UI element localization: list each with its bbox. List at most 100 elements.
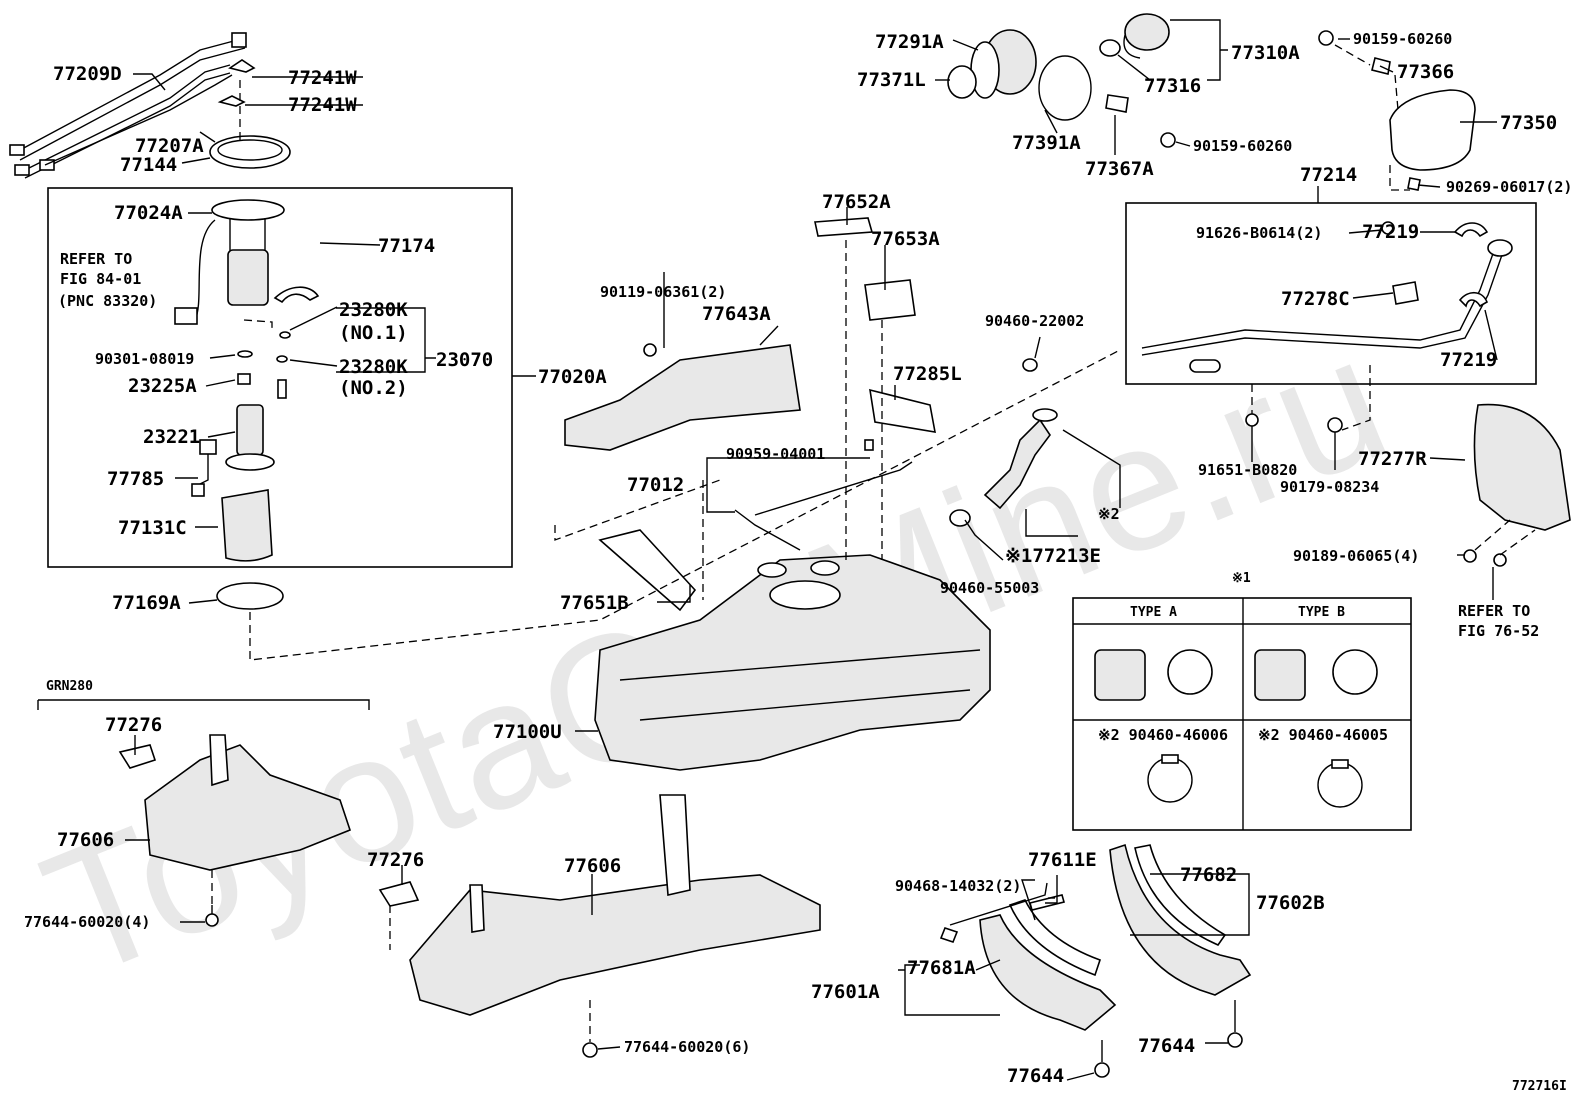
label-77644-a: 77644 xyxy=(1138,1035,1195,1057)
lock-ring-77144 xyxy=(209,135,291,169)
label-23225A: 23225A xyxy=(128,375,197,397)
label-77169A: 77169A xyxy=(112,592,181,614)
clamp-90460-46005-image xyxy=(1317,759,1363,808)
label-91651-b0820: 91651-B0820 xyxy=(1198,461,1297,479)
gasket-77316 xyxy=(1099,39,1121,57)
label-77277R: 77277R xyxy=(1358,448,1427,470)
label-77601A: 77601A xyxy=(811,981,880,1003)
refer-to-line2: FIG 84-01 xyxy=(60,270,141,288)
gasket-23280K-no1 xyxy=(279,331,291,339)
label-90959-04001: 90959-04001 xyxy=(726,445,825,463)
bolt-77644-b xyxy=(1094,1040,1110,1078)
label-77643A: 77643A xyxy=(702,303,771,325)
label-77682: 77682 xyxy=(1180,864,1237,886)
label-77219-a: 77219 xyxy=(1362,221,1419,243)
filler-pipe-77214 xyxy=(1141,239,1513,373)
gasket-77391A xyxy=(1038,55,1092,121)
label-77024A: 77024A xyxy=(114,202,183,224)
label-77020A: 77020A xyxy=(538,366,607,388)
clip-77219-lower xyxy=(1458,291,1489,308)
clamp-77174 xyxy=(273,286,320,304)
label-77602B: 77602B xyxy=(1256,892,1325,914)
type-a-hose-image xyxy=(1094,649,1213,701)
label-90159-60260-a: 90159-60260 xyxy=(1353,30,1452,48)
label-77367A: 77367A xyxy=(1085,158,1154,180)
clip-77219-upper xyxy=(1453,222,1489,238)
label-90460-55003: 90460-55003 xyxy=(940,579,1039,597)
filter-23225A xyxy=(237,373,251,385)
label-note1: ※1 xyxy=(1232,571,1251,586)
label-77144: 77144 xyxy=(120,154,177,176)
bolt-90189-a xyxy=(1463,549,1477,563)
bracket-77276-b xyxy=(378,881,420,907)
clamp-type-table xyxy=(1072,597,1412,831)
label-77644-60020-4: 77644-60020(4) xyxy=(24,913,150,931)
strap-77601A xyxy=(979,899,1117,1031)
label-90269-06017: 90269-06017(2) xyxy=(1446,178,1572,196)
label-grn280: GRN280 xyxy=(46,679,93,694)
label-type-a: TYPE A xyxy=(1130,605,1177,620)
bolt-77644-60020-b xyxy=(582,1042,598,1058)
label-77681A: 77681A xyxy=(907,957,976,979)
label-77209D: 77209D xyxy=(53,63,122,85)
clamp-77278C xyxy=(1392,281,1419,305)
label-77241W-b: 77241W xyxy=(288,94,357,116)
label-77785: 77785 xyxy=(107,468,164,490)
nut-90179 xyxy=(1327,417,1343,433)
label-77606-b: 77606 xyxy=(564,855,621,877)
bolt-77644-a xyxy=(1227,1000,1243,1048)
label-no1: (NO.1) xyxy=(339,322,408,344)
clamp-90460-55003 xyxy=(949,509,971,527)
label-77652A: 77652A xyxy=(822,191,891,213)
fuel-tube-77207A xyxy=(44,74,233,166)
cap-guide-77291A xyxy=(970,29,1037,99)
label-77310A: 77310A xyxy=(1231,42,1300,64)
label-77391A: 77391A xyxy=(1012,132,1081,154)
refer-to-line1: REFER TO xyxy=(60,250,132,268)
clamp-90460-46006-image xyxy=(1147,754,1193,803)
label-77316: 77316 xyxy=(1144,75,1201,97)
clamp-90460-22002 xyxy=(1022,358,1038,372)
fuel-pump-bracket-77024A xyxy=(174,199,285,325)
label-77214: 77214 xyxy=(1300,164,1357,186)
cap-77310A xyxy=(1123,13,1170,59)
bolt-90159-b xyxy=(1160,132,1176,148)
label-note2: ※2 xyxy=(1098,505,1120,523)
fuel-pump-23221 xyxy=(225,404,275,471)
label-77012: 77012 xyxy=(627,474,684,496)
nozzle xyxy=(277,379,287,399)
bolt-77644-60020-a xyxy=(205,905,219,927)
label-77350: 77350 xyxy=(1500,112,1557,134)
figure-id: 772716I xyxy=(1512,1079,1567,1094)
bolt-90468 xyxy=(939,927,959,943)
label-clamp-90460-46006: ※2 90460-46006 xyxy=(1098,726,1228,744)
fuel-lid-77350 xyxy=(1389,89,1476,171)
label-23280K-no2: 23280K xyxy=(339,356,408,378)
label-77291A: 77291A xyxy=(875,31,944,53)
label-77611E: 77611E xyxy=(1028,849,1097,871)
label-77174: 77174 xyxy=(378,235,435,257)
pad-77652A xyxy=(814,217,874,237)
refer-to-line3: (PNC 83320) xyxy=(58,292,157,310)
label-23070: 23070 xyxy=(436,349,493,371)
label-90179-08234: 90179-08234 xyxy=(1280,478,1379,496)
clip-77285L xyxy=(869,388,936,433)
label-77276-a: 77276 xyxy=(105,714,162,736)
pad-77653A xyxy=(864,279,916,321)
tank-band-77651B xyxy=(598,529,697,612)
protector-77606-main xyxy=(409,794,821,1016)
label-77276-b: 77276 xyxy=(367,849,424,871)
fuel-suction-cup-77131C xyxy=(221,489,273,562)
label-91626-b0614: 91626-B0614(2) xyxy=(1196,224,1322,242)
clip-77241W-upper xyxy=(228,59,256,73)
refer-to-fig-76-52-line1: REFER TO xyxy=(1458,602,1530,620)
label-77644-b: 77644 xyxy=(1007,1065,1064,1087)
label-no2: (NO.2) xyxy=(339,377,408,399)
label-90468-14032: 90468-14032(2) xyxy=(895,877,1021,895)
label-77241W-a: 77241W xyxy=(288,67,357,89)
label-77606-a: 77606 xyxy=(57,829,114,851)
clip-77241W-lower xyxy=(217,95,246,107)
filler-pipe-box xyxy=(1125,202,1537,385)
fuel-tank-77100U xyxy=(594,554,991,771)
